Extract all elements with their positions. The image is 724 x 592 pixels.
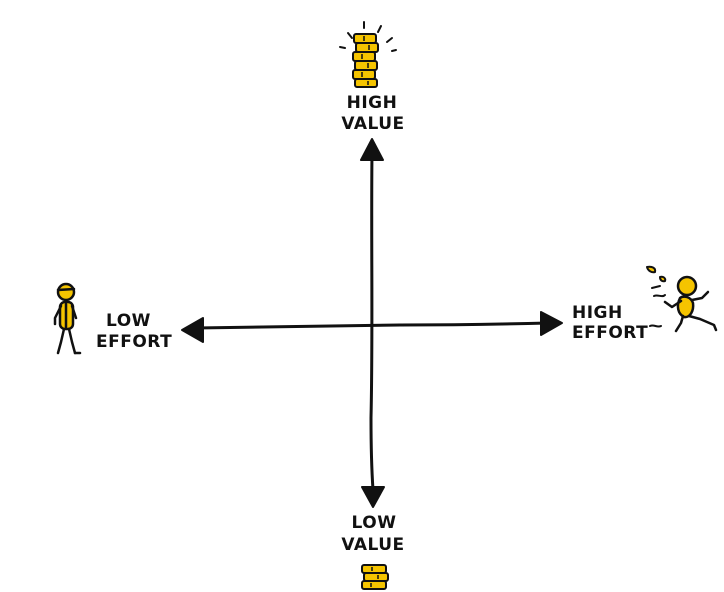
horizontal-axis: [181, 311, 563, 343]
left-label-line-2: EFFORT: [96, 332, 172, 352]
arrowhead-left: [181, 317, 204, 343]
right-label-line-2: EFFORT: [572, 323, 648, 343]
bottom-label-line-1: LOW: [352, 513, 397, 533]
vertical-axis: [360, 138, 385, 508]
tall-coin-stack-icon: [339, 21, 397, 88]
right-label-line-1: HIGH: [572, 303, 623, 323]
short-coin-stack-icon: [361, 564, 389, 590]
bottom-label-line-2: VALUE: [341, 535, 404, 555]
top-label-line-1: HIGH: [347, 93, 398, 113]
left-label-line-1: LOW: [106, 311, 151, 331]
top-label-line-2: VALUE: [341, 114, 404, 134]
arrowhead-right: [540, 311, 563, 336]
arrowhead-down: [361, 486, 385, 508]
running-person-icon: [646, 265, 718, 333]
walking-person-icon: [53, 282, 82, 355]
arrowhead-up: [360, 138, 384, 161]
